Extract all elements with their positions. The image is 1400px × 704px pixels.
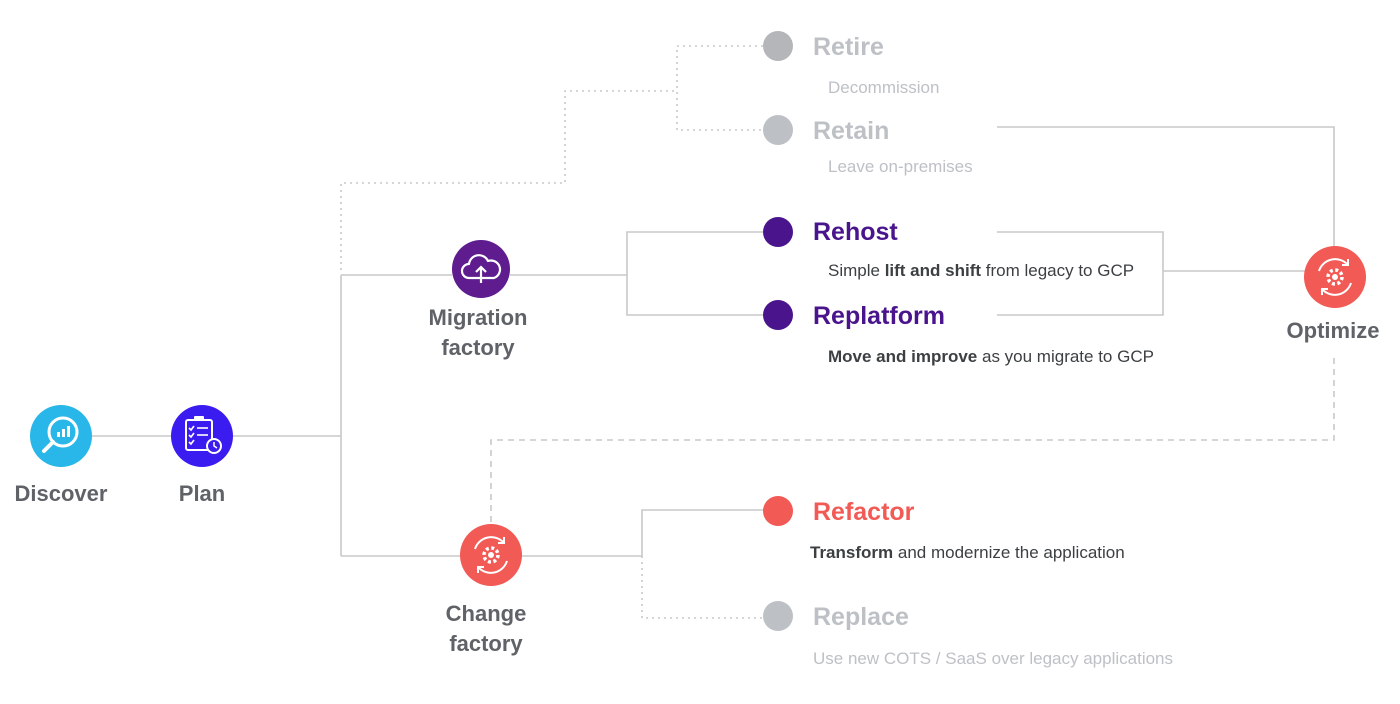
connector-branch-rehost-replatform: [626, 231, 763, 316]
gear-cycle-icon: [460, 524, 522, 586]
retain-desc: Leave on-premises: [828, 157, 973, 176]
connector-dotted-retire: [676, 45, 763, 131]
refactor-title: Refactor: [813, 498, 915, 526]
checklist-clock-icon: [171, 405, 233, 467]
replatform-desc-post: as you migrate to GCP: [977, 347, 1154, 366]
rehost-desc-bold: lift and shift: [884, 261, 982, 280]
connector-retain-optimize: [997, 126, 1335, 246]
replatform-title: Replatform: [813, 302, 945, 330]
replatform-desc: Move and improve as you migrate to GCP: [828, 346, 1154, 368]
replatform-dot: [763, 300, 793, 330]
rehost-desc: Simple lift and shift from legacy to GCP: [828, 260, 1134, 282]
optimize-label: Optimize: [1286, 318, 1380, 343]
retire-dot: [763, 31, 793, 61]
migration-factory-label-line2: factory: [441, 335, 515, 360]
retain-title: Retain: [813, 117, 890, 145]
refactor-desc-bold: Transform: [810, 543, 894, 562]
rehost-title: Rehost: [813, 218, 898, 246]
refactor-dot: [763, 496, 793, 526]
migration-factory-label: Migration factory: [396, 303, 560, 363]
plan-label: Plan: [178, 481, 226, 506]
change-factory-label-line1: Change: [445, 601, 527, 626]
rehost-dot: [763, 217, 793, 247]
replace-dot: [763, 601, 793, 631]
discover-label: Discover: [14, 481, 108, 506]
change-factory-label: Change factory: [406, 599, 566, 659]
retire-title: Retire: [813, 33, 884, 61]
refactor-desc: Transform and modernize the application: [810, 542, 1125, 564]
migration-factory-label-line1: Migration: [428, 305, 528, 330]
rehost-desc-pre: Simple: [828, 261, 885, 280]
cloud-upload-icon: [452, 240, 510, 298]
change-factory-label-line2: factory: [449, 631, 523, 656]
connector-change-refactor: [522, 509, 763, 557]
replace-title: Replace: [813, 603, 909, 631]
gear-cycle-icon: [1304, 246, 1366, 308]
refactor-desc-post: and modernize the application: [893, 543, 1125, 562]
replace-desc: Use new COTS / SaaS over legacy applicat…: [813, 649, 1174, 668]
retire-desc: Decommission: [828, 78, 940, 97]
retain-dot: [763, 115, 793, 145]
connector-dotted-replace: [641, 556, 763, 619]
magnifier-chart-icon: [30, 405, 92, 467]
rehost-desc-post: from legacy to GCP: [981, 261, 1135, 280]
connector-rehost-replatform-merge: [997, 231, 1164, 316]
replatform-desc-bold: Move and improve: [828, 347, 978, 366]
